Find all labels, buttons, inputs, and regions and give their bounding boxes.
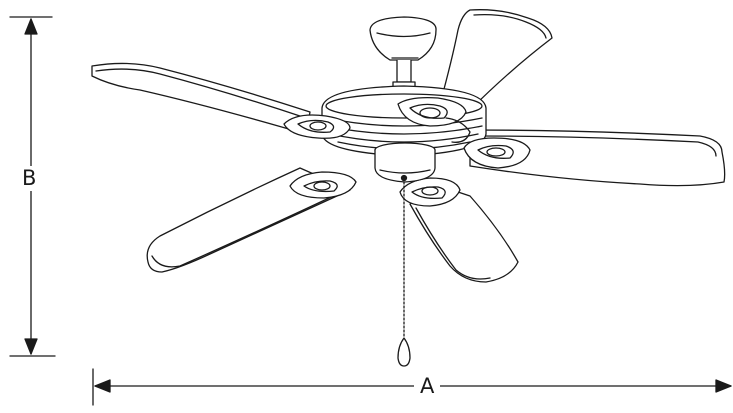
blade-right bbox=[469, 129, 726, 187]
dimension-a-right-arrow bbox=[715, 379, 732, 393]
blade-back-right bbox=[439, 9, 553, 111]
dimension-a-left-arrow bbox=[94, 379, 111, 393]
blade-iron-right bbox=[463, 137, 531, 169]
blade-back-left bbox=[91, 62, 311, 135]
pull-chain bbox=[397, 181, 411, 367]
dimension-a-label: A bbox=[414, 376, 441, 397]
switch-housing bbox=[374, 142, 436, 183]
blade-front bbox=[409, 185, 519, 283]
blade-iron-back-right bbox=[397, 96, 471, 143]
canopy bbox=[369, 16, 437, 61]
downrod bbox=[392, 59, 416, 89]
dimension-b-top-arrow bbox=[24, 18, 38, 35]
blade-iron-front-left bbox=[289, 171, 357, 199]
dimension-b-bottom-arrow bbox=[24, 338, 38, 355]
dimension-a bbox=[92, 368, 732, 406]
dimension-b-label: B bbox=[22, 166, 37, 191]
blade-iron-back-left bbox=[283, 114, 351, 139]
